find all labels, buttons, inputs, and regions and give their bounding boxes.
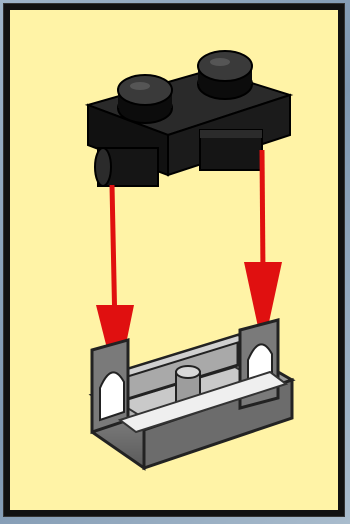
clip-right — [199, 129, 263, 171]
clip-left — [94, 147, 159, 187]
stud-right — [197, 50, 253, 100]
left-upright — [90, 338, 130, 435]
grey-bracket-part — [88, 318, 296, 471]
stud-left — [117, 74, 173, 124]
arrow-right — [244, 149, 282, 350]
black-plate-part — [84, 50, 294, 187]
